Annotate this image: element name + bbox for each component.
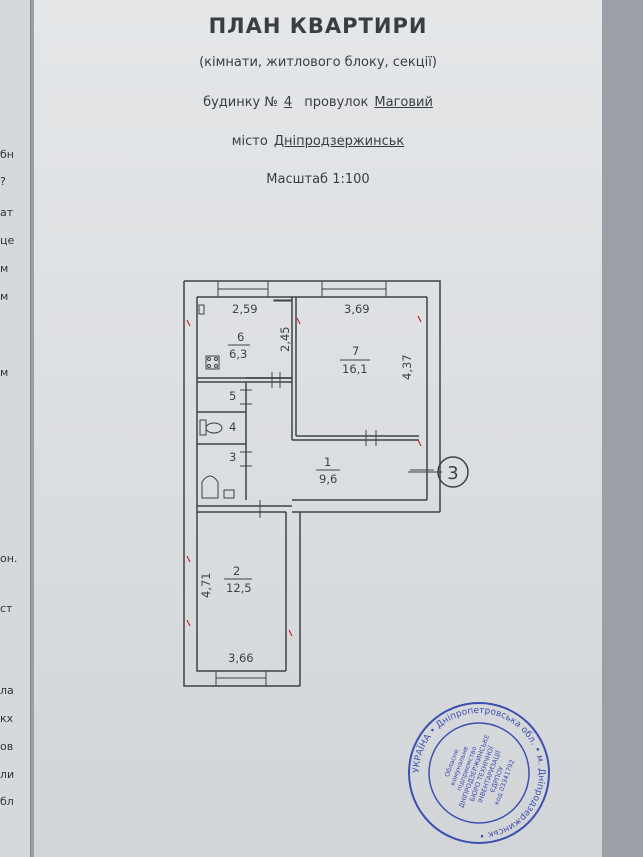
page-fragment: м — [0, 262, 9, 275]
page-fragment: ла — [0, 684, 14, 697]
interior-wall — [285, 512, 301, 686]
toilet-bowl-icon — [205, 422, 223, 434]
official-stamp: УКРАЇНА • Дніпропетровська обл. • м. Дні… — [408, 702, 550, 844]
dimension-label: 3,66 — [228, 651, 254, 665]
street-name: Маговий — [374, 95, 433, 110]
page-subtitle: (кімнати, житлового блоку, секції) — [199, 55, 437, 70]
window — [273, 299, 293, 302]
house-address: будинку № 4 провулок Маговий — [34, 95, 602, 110]
bathtub-icon — [201, 475, 219, 499]
room-area: 9,6 — [319, 472, 337, 486]
city-name: Дніпродзержинськ — [273, 134, 405, 149]
interior-wall — [291, 297, 419, 441]
page-fragment: ов — [0, 740, 14, 753]
page-fragment: ат — [0, 206, 14, 219]
page-fragment: м — [0, 290, 9, 303]
washbasin-icon — [223, 489, 235, 499]
page-fragment: бл — [0, 795, 14, 808]
dimension-label: 3,69 — [344, 302, 370, 316]
dimension-label: 2,45 — [278, 326, 292, 352]
room-number: 2 — [233, 564, 240, 578]
scale-label: Масштаб 1:100 — [266, 172, 370, 187]
house-number: 4 — [283, 95, 293, 110]
room-area: 6,3 — [229, 347, 247, 361]
adjacent-page-edge: бн ? ат це м м м он. ст ла кх ов ли бл — [0, 0, 31, 857]
page-fragment: бн — [0, 148, 14, 161]
outer-wall — [183, 280, 441, 687]
page-fragment: ст — [0, 602, 13, 615]
room-number: 3 — [229, 450, 236, 464]
outer-wall — [426, 297, 441, 512]
city-line: місто Дніпродзержинськ — [34, 134, 602, 149]
page-title: ПЛАН КВАРТИРИ — [208, 14, 428, 38]
kitchen-sink-icon — [198, 304, 205, 315]
stove-icon — [205, 355, 220, 370]
interior-wall — [197, 382, 247, 500]
page-fragment: це — [0, 234, 15, 247]
room-number: 4 — [229, 420, 236, 434]
dimension-label: 2,59 — [232, 302, 258, 316]
interior-wall — [292, 499, 440, 513]
toilet-tank-icon — [199, 419, 207, 436]
page-fragment: м — [0, 366, 9, 379]
floor-plan: 3 2,59 3,69 2,45 4,37 4,71 3,66 6 6,3 7 … — [183, 280, 469, 687]
dimension-label: 4,71 — [199, 572, 213, 598]
page-fragment: кх — [0, 712, 14, 725]
room-number: 1 — [324, 455, 331, 469]
room-area: 16,1 — [342, 362, 368, 376]
house-prefix: будинку № — [203, 95, 278, 110]
city-prefix: місто — [231, 134, 268, 149]
section-marker — [437, 456, 469, 488]
interior-wall — [197, 505, 292, 513]
page-fragment: ли — [0, 768, 15, 781]
room-number: 5 — [229, 389, 236, 403]
document-sheet: ПЛАН КВАРТИРИ (кімнати, житлового блоку,… — [34, 0, 602, 857]
page-fragment: он. — [0, 552, 18, 565]
dimension-label: 4,37 — [400, 354, 414, 380]
street-prefix: провулок — [304, 95, 369, 110]
room-number: 6 — [237, 330, 244, 344]
room-number: 7 — [352, 344, 359, 358]
page-fragment: ? — [0, 175, 6, 188]
room-area: 12,5 — [226, 581, 252, 595]
section-marker-label: 3 — [447, 463, 458, 484]
